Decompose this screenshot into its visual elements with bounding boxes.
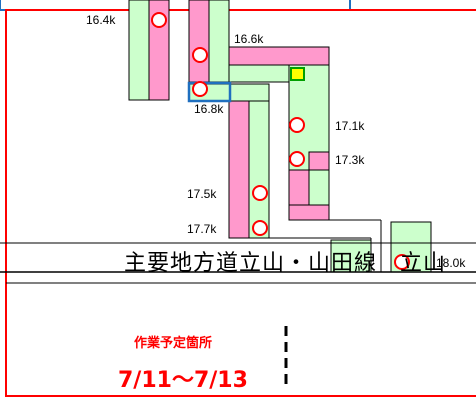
section-pink (308, 151, 330, 171)
marker-circle-icon (252, 220, 268, 236)
section-pink (188, 0, 210, 83)
adjacent-panel-frame (0, 0, 351, 11)
marker-circle-icon (192, 47, 208, 63)
kilopost-label: 17.5k (187, 187, 217, 201)
kilopost-label: 17.7k (187, 222, 217, 236)
section-green (208, 0, 230, 83)
map-frame (5, 9, 476, 397)
marker-circle-icon (289, 151, 305, 167)
marker-circle-icon (192, 81, 208, 97)
marker-circle-icon (252, 185, 268, 201)
section-pink (288, 204, 330, 221)
yellow-marker-icon (290, 67, 305, 81)
work-area-label: 作業予定箇所 (134, 336, 213, 351)
section-green (390, 221, 432, 273)
section-pink (228, 46, 330, 66)
section-green (228, 64, 290, 83)
kilopost-label: 17.3k (335, 153, 365, 167)
marker-circle-icon (289, 117, 305, 133)
section-green (128, 0, 150, 101)
section-green (248, 100, 270, 239)
section-pink (228, 100, 250, 239)
highlight-box (187, 81, 232, 103)
kilopost-label: 16.4k (86, 13, 116, 27)
road-name: 主要地方道立山・山田線 立山 (124, 251, 447, 276)
work-area-dates: 7/11〜7/13 (118, 368, 248, 393)
kilopost-label: 16.6k (234, 32, 264, 46)
kilopost-label: 17.1k (335, 119, 365, 133)
section-green (308, 169, 330, 206)
marker-circle-icon (394, 254, 410, 270)
kilopost-label: 16.8k (194, 102, 224, 116)
marker-circle-icon (151, 12, 167, 28)
kilopost-label: 18.0k (436, 256, 466, 270)
